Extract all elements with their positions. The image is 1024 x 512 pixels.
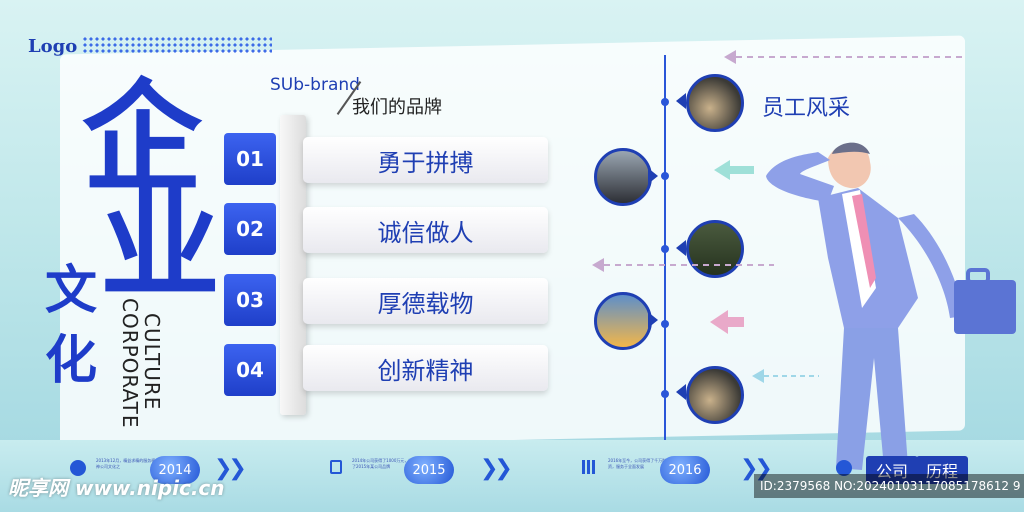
hero-char-3: 文 [45, 260, 98, 321]
dashed-line [604, 264, 774, 266]
dashed-line [736, 56, 966, 58]
arrow-left-icon [592, 258, 604, 272]
timeline-text-2015: 2014年公司获得了1000万元，收购了2015年某公司品牌 [352, 458, 417, 469]
timeline-dot [661, 320, 669, 328]
arrow-left-icon [710, 310, 728, 334]
item-card-02[interactable]: 诚信做人 [303, 207, 548, 253]
arrow-shaft [728, 166, 754, 174]
item-num-02: 02 [224, 203, 276, 255]
tag-company: 公司 [866, 456, 919, 484]
logo: Logo [28, 36, 78, 57]
document-icon [330, 460, 342, 474]
timeline-text-2016: 2016年至今，公司获得了千万融资，服务于全面发展 [608, 458, 667, 469]
chevrons-right-icon: ❯❯ [740, 456, 773, 481]
hero-char-2: 业 [100, 174, 220, 315]
vertical-en-corporate: CORPORATE [118, 298, 142, 429]
arrow-left-icon [714, 160, 730, 180]
photo-rocket [594, 292, 652, 350]
photo-office [686, 220, 744, 278]
year-badge-2016[interactable]: 2016 [660, 456, 710, 484]
photo-pointer [648, 168, 658, 184]
timeline-dot [661, 98, 669, 106]
item-card-01[interactable]: 勇于拼搏 [303, 137, 548, 183]
item-num-03: 03 [224, 274, 276, 326]
tag-history: 历程 [916, 456, 969, 484]
item-num-01: 01 [224, 133, 276, 185]
brand-cn-text: 我们的品牌 [352, 97, 442, 118]
card-rail [280, 115, 306, 415]
arrow-left-icon [752, 369, 764, 383]
vertical-en-culture: CULTURE [140, 313, 164, 411]
photo-pointer [676, 93, 686, 109]
subbrand-text: SUb-brand [270, 75, 360, 95]
chevrons-right-icon: ❯❯ [480, 456, 513, 481]
timeline-text-2014: 2013年12月，精益求精的服务精神公司文化之 [96, 458, 156, 469]
watermark: 昵享网 www.nipic.cn [8, 476, 225, 500]
dashed-line [764, 375, 819, 377]
people-icon [70, 460, 86, 476]
hero-char-4: 化 [45, 330, 98, 391]
item-card-03[interactable]: 厚德载物 [303, 278, 548, 324]
employee-title: 员工风采 [762, 96, 851, 121]
photo-coffee [686, 74, 744, 132]
year-badge-2014[interactable]: 2014 [150, 456, 200, 484]
timeline-dot [661, 245, 669, 253]
businessman-illustration [766, 142, 1016, 470]
dot-pattern [82, 36, 272, 54]
hero-char-1: 企 [82, 67, 202, 208]
photo-pointer [676, 384, 686, 400]
photo-pointer [648, 312, 658, 328]
year-badge-2015[interactable]: 2015 [404, 456, 454, 484]
arrow-shaft [726, 317, 744, 327]
item-card-04[interactable]: 创新精神 [303, 345, 548, 391]
timeline-dot [661, 390, 669, 398]
photo-pointer [676, 240, 686, 256]
bars-icon [582, 460, 596, 474]
photo-team [594, 148, 652, 206]
arrow-left-icon [724, 50, 736, 64]
money-icon [836, 460, 852, 476]
item-num-04: 04 [224, 344, 276, 396]
photo-coffee-2 [686, 366, 744, 424]
chevrons-right-icon: ❯❯ [214, 456, 247, 481]
timeline-dot [661, 172, 669, 180]
image-id-strip: ID:2379568 NO:20240103117085178612 9 [754, 474, 1024, 498]
